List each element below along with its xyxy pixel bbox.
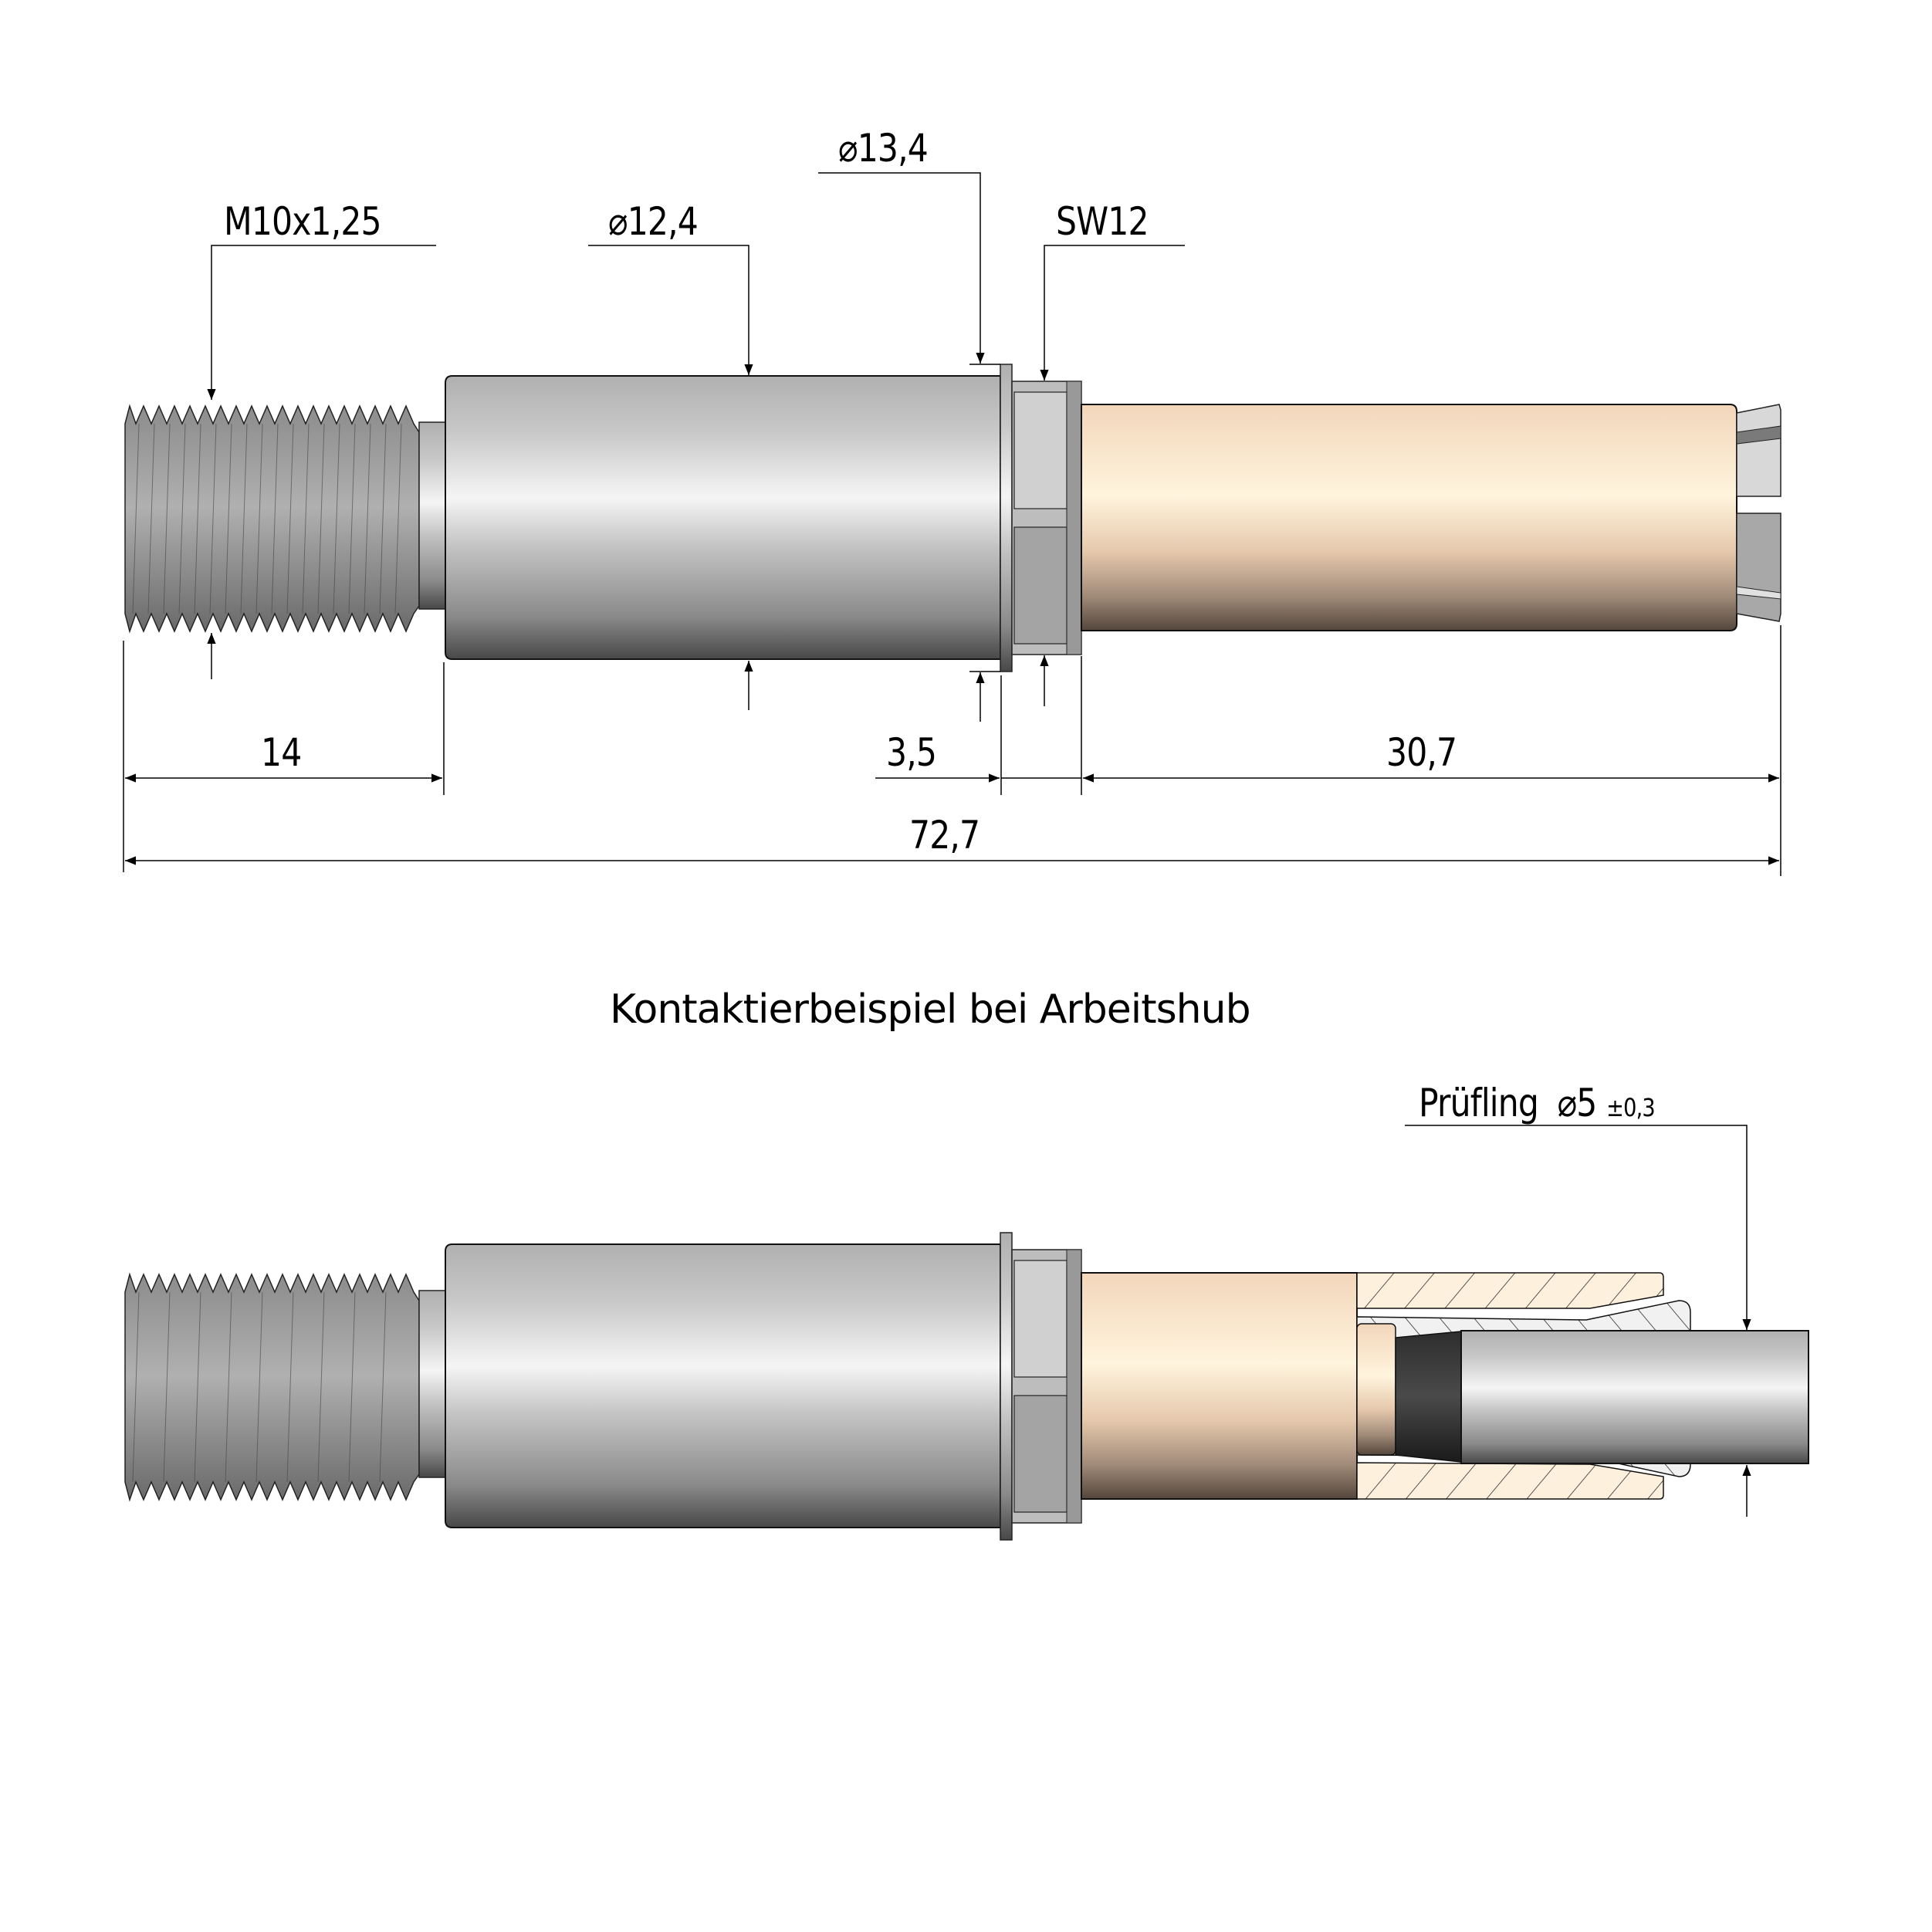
body-cylinder: [445, 1243, 1001, 1528]
diameter-symbol-icon: ⌀: [838, 126, 858, 171]
top-view: [123, 172, 1781, 876]
wrench-size-label: SW12: [1056, 199, 1149, 244]
thread-length-label: 14: [261, 730, 302, 775]
insulator: [1395, 1331, 1462, 1463]
total-length-label: 72,7: [909, 813, 980, 858]
body-cylinder: [445, 375, 1001, 660]
diameter-symbol-icon: ⌀: [1557, 1081, 1578, 1125]
plunger: [1356, 1323, 1396, 1456]
flange-diameter-label: ⌀13,4: [838, 126, 929, 171]
specimen-tolerance: ±0,3: [1606, 1093, 1655, 1122]
neck: [418, 421, 446, 610]
sleeve-section-lower: [1356, 1462, 1664, 1500]
contact-sleeve: [1081, 404, 1737, 631]
specimen-pin: [1460, 1330, 1809, 1464]
dimension-lines: [123, 172, 1781, 876]
sleeve-section-upper: [1356, 1272, 1664, 1309]
flange-offset-label: 3,5: [886, 730, 937, 775]
collet-fingers: [1736, 404, 1781, 622]
contact-sleeve: [1081, 1272, 1358, 1500]
specimen-dimension-lines: [1405, 1125, 1751, 1517]
diameter-symbol-icon: ⌀: [608, 199, 628, 244]
body-diameter-label: ⌀12,4: [608, 199, 699, 244]
thread-spec-label: M10x1,25: [224, 199, 382, 244]
section-title: Kontaktierbeispiel bei Arbeitshub: [610, 986, 1251, 1033]
flange: [1000, 364, 1013, 672]
sleeve-length-label: 30,7: [1386, 730, 1457, 775]
specimen-label: Prüfling ⌀5 ±0,3: [1419, 1081, 1656, 1125]
bottom-view: [124, 1125, 1809, 1541]
